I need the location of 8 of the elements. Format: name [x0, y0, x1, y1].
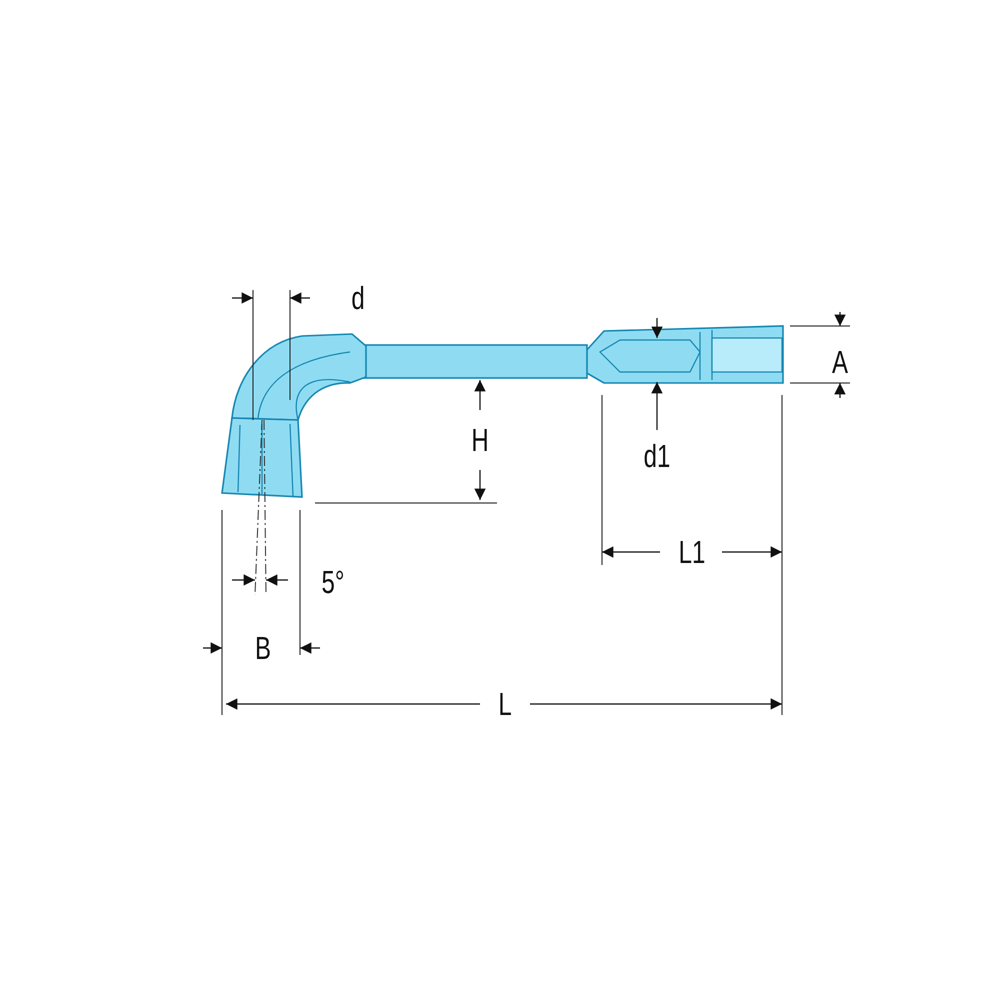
- dimension-label: d1: [644, 440, 670, 472]
- dimension-label: d: [351, 282, 365, 314]
- dimension-label: B: [255, 632, 271, 664]
- dimension-label: A: [832, 346, 848, 378]
- dimension-label: L1: [678, 536, 706, 568]
- dimension-label: L: [498, 688, 512, 720]
- dimension-label: 5°: [322, 566, 344, 598]
- dimension-label: H: [471, 424, 489, 456]
